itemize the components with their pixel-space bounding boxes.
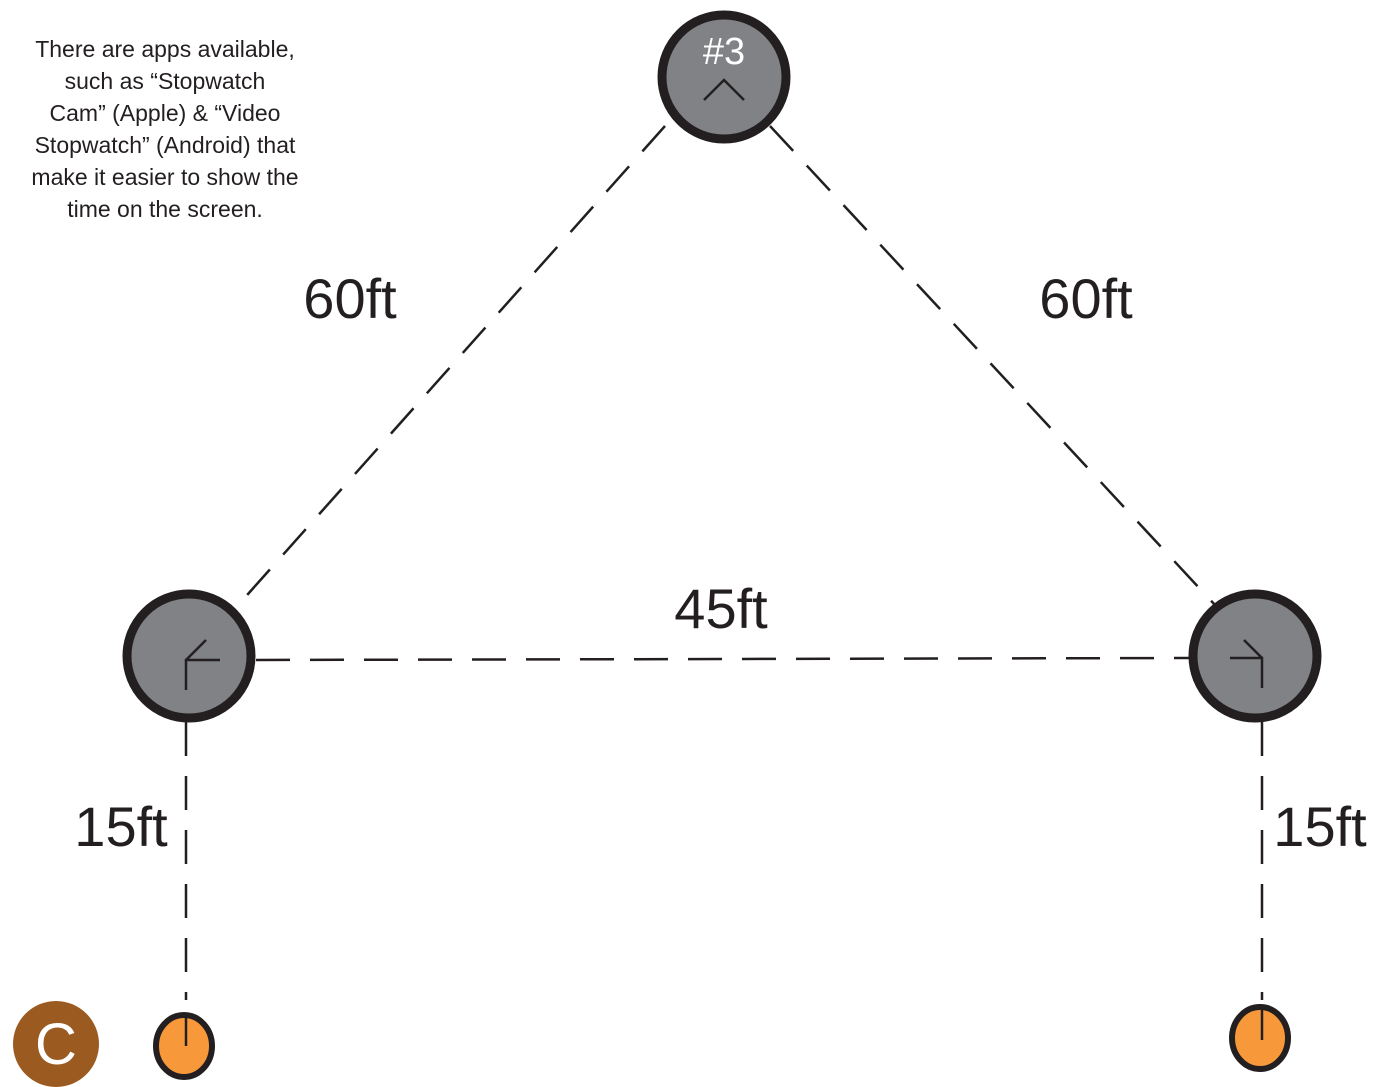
right-side-line [769, 125, 1216, 606]
corner-badge: C [13, 1001, 99, 1087]
distance-base: 45ft [674, 577, 768, 640]
base-line [255, 656, 1193, 662]
station-right [1188, 589, 1322, 723]
cone-left-marker [153, 1012, 215, 1080]
distance-right-leg: 15ft [1273, 795, 1367, 858]
badge-letter: C [35, 1012, 77, 1077]
badge-circle [13, 1001, 99, 1087]
chevron-up-icon [703, 78, 745, 101]
left-side-line [231, 125, 666, 613]
station-top-label: #3 [703, 31, 745, 73]
note-line: Cam” (Apple) & “Video [49, 100, 281, 126]
cone-right-marker [1229, 1004, 1291, 1072]
station-top-circle [657, 10, 791, 144]
note-line: There are apps available, [35, 36, 295, 62]
station-left [122, 589, 256, 723]
instruction-note: There are apps available, such as “Stopw… [0, 33, 330, 225]
corner-angle-icon [184, 639, 220, 690]
distance-left-side: 60ft [303, 267, 397, 330]
station-right-circle [1188, 589, 1322, 723]
corner-angle-icon [1230, 639, 1264, 688]
note-line: time on the screen. [67, 196, 263, 222]
cone-right [1229, 1004, 1291, 1072]
station-top: #3 [657, 10, 791, 144]
note-line: such as “Stopwatch [64, 68, 266, 94]
note-line: make it easier to show the [31, 164, 299, 190]
cone-left [153, 1012, 215, 1080]
distance-left-leg: 15ft [74, 795, 168, 858]
note-line: Stopwatch” (Android) that [34, 132, 296, 158]
distance-right-side: 60ft [1039, 267, 1133, 330]
